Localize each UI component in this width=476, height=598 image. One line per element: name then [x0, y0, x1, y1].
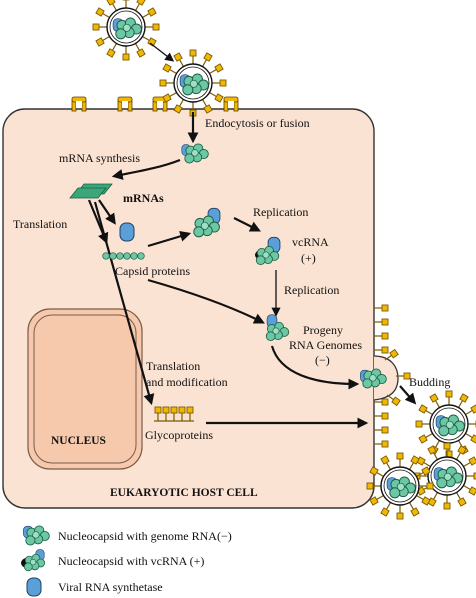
mrna-synthesis-label: mRNA synthesis: [59, 151, 140, 165]
synthetase-produced: [119, 222, 135, 242]
virion-incoming: [93, 0, 159, 60]
mrna-strands: [69, 183, 113, 199]
endocytosis-label: Endocytosis or fusion: [205, 116, 310, 130]
nucleocapsid-genome-icon: [23, 525, 50, 546]
legend-label-3: Viral RNA synthetase: [58, 580, 163, 594]
arrow-progeny-to-budding: [270, 345, 360, 390]
legend: Nucleocapsid with genome RNA(−) Nucleoca…: [21, 525, 232, 597]
arrow-assembly: [147, 230, 192, 248]
host-cell-label: EUKARYOTIC HOST CELL: [110, 487, 258, 499]
glycoproteins-label: Glycoproteins: [145, 428, 213, 442]
progeny-label-1: Progeny: [303, 323, 343, 337]
translation-label: Translation: [13, 217, 67, 231]
legend-label-1: Nucleocapsid with genome RNA(−): [58, 529, 232, 543]
capsid-proteins-label: Capsid proteins: [115, 264, 190, 278]
arrow-translation-synthetase: [98, 199, 116, 225]
translation-modification-label-2: and modification: [146, 375, 228, 389]
replication-2-label: Replication: [284, 283, 339, 297]
nucleus: [27, 308, 143, 470]
arrow-attach: [149, 42, 175, 62]
arrow-budding: [399, 385, 417, 405]
rna-synthetase-icon: [26, 577, 42, 597]
glycoprotein-row: [154, 406, 194, 422]
vcrna-label: vcRNA: [292, 235, 329, 249]
replication-1-label: Replication: [253, 205, 308, 219]
translation-modification-label-1: Translation: [146, 359, 200, 373]
virion-attaching: [160, 50, 226, 116]
arrow-replication-1: [233, 217, 261, 232]
vcrna-sign-label: (+): [301, 251, 316, 265]
arrow-mrna-synthesis: [111, 158, 181, 180]
progeny-label-3: (−): [315, 353, 330, 367]
arrow-capsid-to-progeny: [147, 278, 265, 324]
legend-label-2: Nucleocapsid with vcRNA (+): [58, 554, 204, 568]
nucleus-label: NUCLEUS: [51, 435, 106, 447]
progeny-label-2: RNA Genomes: [289, 338, 362, 352]
capsid-protein-chain: [102, 252, 145, 260]
budding-label: Budding: [409, 375, 450, 389]
arrow-translation-glycoproteins: [93, 201, 155, 406]
nucleocapsid-vcrna-icon: [21, 549, 46, 572]
mrnas-label: mRNAs: [123, 191, 164, 205]
